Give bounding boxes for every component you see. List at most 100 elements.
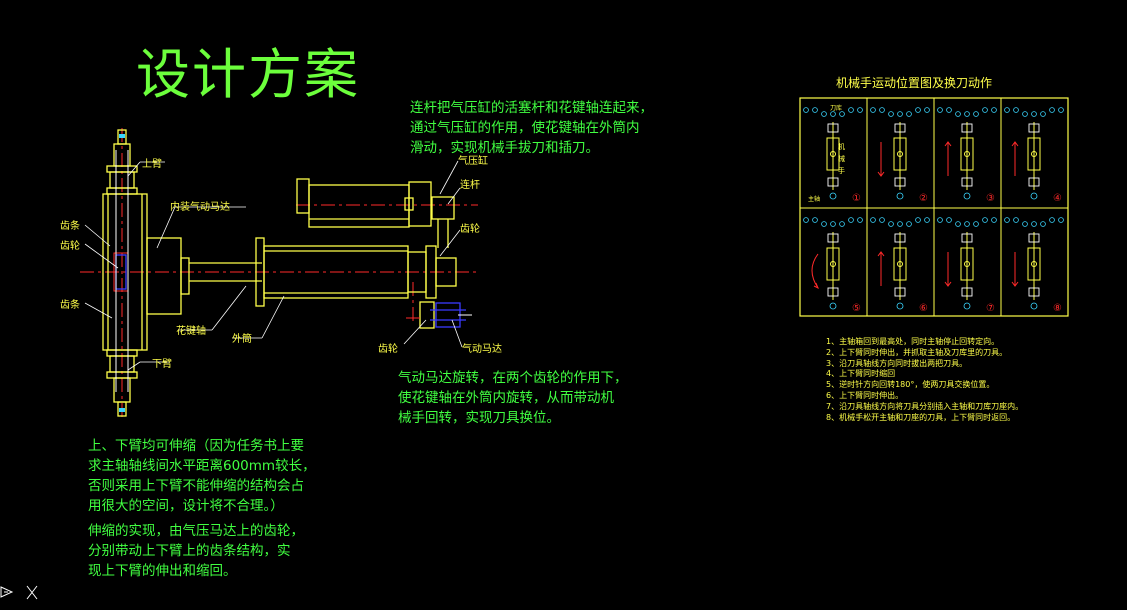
magazine-pocket-icon bbox=[1058, 217, 1064, 223]
magazine-pocket-icon bbox=[1031, 221, 1037, 227]
label-spindle: 主轴 bbox=[808, 196, 821, 203]
pivot-icon bbox=[1031, 261, 1037, 267]
magazine-pocket-icon bbox=[964, 111, 970, 117]
magazine-pocket-icon bbox=[937, 217, 943, 223]
spindle-icon bbox=[1030, 302, 1038, 310]
label-lower-arm: 下臂 bbox=[152, 359, 172, 370]
label-spline-shaft: 花键轴 bbox=[176, 326, 206, 337]
inner-lines bbox=[115, 150, 472, 392]
gripper-icon bbox=[1028, 123, 1040, 133]
pivot-icon bbox=[897, 261, 903, 267]
label-xie: 械 bbox=[838, 155, 845, 163]
gripper-icon bbox=[1028, 287, 1040, 297]
magazine-pocket-icon bbox=[1049, 217, 1055, 223]
magazine-pocket-icon bbox=[830, 221, 836, 227]
magazine-pocket-icon bbox=[1013, 217, 1019, 223]
label-rack-2: 齿条 bbox=[60, 300, 80, 311]
spindle-icon bbox=[1030, 192, 1038, 200]
label-outer-cylinder: 外筒 bbox=[232, 334, 252, 345]
motion-cell-2 bbox=[870, 107, 930, 200]
step-item: 3、沿刀具轴线方向同时拔出两把刀具。 bbox=[826, 358, 968, 368]
pivot-icon bbox=[830, 261, 836, 267]
pivot-icon bbox=[964, 261, 970, 267]
label-rack-1: 齿条 bbox=[60, 221, 80, 232]
gripper-icon bbox=[827, 287, 839, 297]
motion-cell-4 bbox=[1004, 107, 1064, 200]
gripper-icon bbox=[961, 123, 973, 133]
magazine-pocket-icon bbox=[839, 111, 845, 117]
magazine-pocket-icon bbox=[839, 221, 845, 227]
magazine-pocket-icon bbox=[982, 107, 988, 113]
steps-list: 1、主轴箱回到最高处，同时主轴停止回转定向。 2、上下臂同时伸出，并抓取主轴及刀… bbox=[826, 337, 1023, 423]
magazine-pocket-icon bbox=[906, 221, 912, 227]
gripper-icon bbox=[961, 177, 973, 187]
gripper-icon bbox=[1028, 177, 1040, 187]
description-top: 连杆把气压缸的活塞杆和花键轴连起来，通过气压缸的作用，使花键轴在外筒内滑动，实现… bbox=[410, 100, 653, 156]
gripper-icon bbox=[827, 123, 839, 133]
center-lines bbox=[80, 128, 478, 418]
gripper-icon bbox=[827, 233, 839, 243]
label-internal-motor: 内装气动马达 bbox=[170, 202, 230, 213]
magazine-pocket-icon bbox=[830, 111, 836, 117]
step-item: 4、上下臂同时缩回 bbox=[826, 369, 896, 379]
magazine-pocket-icon bbox=[964, 221, 970, 227]
motion-cell-1 bbox=[803, 107, 863, 200]
spindle-icon bbox=[896, 192, 904, 200]
step-number-1: ① bbox=[852, 193, 861, 204]
label-shou: 手 bbox=[838, 167, 845, 175]
shaft-markers bbox=[119, 134, 125, 412]
magazine-pocket-icon bbox=[924, 217, 930, 223]
motion-cell-8 bbox=[1004, 217, 1064, 310]
step-number-5: ⑤ bbox=[852, 303, 861, 314]
rotation-arrow-icon bbox=[811, 253, 819, 289]
step-item: 5、逆时针方向回转180°，使两刀具交换位置。 bbox=[826, 380, 995, 390]
pivot-icon bbox=[830, 151, 836, 157]
gripper-icon bbox=[894, 123, 906, 133]
step-number-6: ⑥ bbox=[919, 303, 928, 314]
motion-cell-7 bbox=[937, 217, 997, 310]
motion-cell-6 bbox=[870, 217, 930, 310]
description-bottom-1: 上、下臂均可伸缩（因为任务书上要求主轴轴线间水平距离600mm较长，否则采用上下… bbox=[88, 438, 316, 514]
step-number-3: ③ bbox=[986, 193, 995, 204]
magazine-pocket-icon bbox=[870, 217, 876, 223]
magazine-pocket-icon bbox=[982, 217, 988, 223]
step-item: 2、上下臂同时伸出，并抓取主轴及刀库里的刀具。 bbox=[826, 347, 1008, 357]
label-upper-arm: 上臂 bbox=[142, 159, 162, 170]
gripper-icon bbox=[894, 177, 906, 187]
step-item: 6、上下臂同时伸出。 bbox=[826, 390, 904, 400]
magazine-pocket-icon bbox=[955, 221, 961, 227]
magazine-pocket-icon bbox=[946, 217, 952, 223]
magazine-pocket-icon bbox=[879, 217, 885, 223]
magazine-pocket-icon bbox=[906, 111, 912, 117]
magazine-pocket-icon bbox=[821, 111, 827, 117]
magazine-pocket-icon bbox=[888, 221, 894, 227]
magazine-pocket-icon bbox=[937, 107, 943, 113]
description-bottom-2: 伸缩的实现，由气压马达上的齿轮，分别带动上下臂上的齿条结构，实现上下臂的伸出和缩… bbox=[88, 523, 304, 579]
pivot-icon bbox=[897, 151, 903, 157]
magazine-pocket-icon bbox=[915, 107, 921, 113]
magazine-pocket-icon bbox=[870, 107, 876, 113]
magazine-pocket-icon bbox=[946, 107, 952, 113]
magazine-pocket-icon bbox=[924, 107, 930, 113]
gripper-icon bbox=[894, 233, 906, 243]
spindle-icon bbox=[896, 302, 904, 310]
step-item: 7、沿刀具轴线方向将刀具分别插入主轴和刀库刀座内。 bbox=[826, 401, 1024, 411]
magazine-pocket-icon bbox=[803, 107, 809, 113]
magazine-pocket-icon bbox=[848, 107, 854, 113]
magazine-pocket-icon bbox=[857, 107, 863, 113]
label-air-motor: 气动马达 bbox=[462, 344, 502, 355]
magazine-pocket-icon bbox=[897, 111, 903, 117]
arm-assembly bbox=[102, 129, 457, 417]
step-number-8: ⑧ bbox=[1053, 303, 1062, 314]
magazine-pocket-icon bbox=[897, 221, 903, 227]
label-gear-2: 齿轮 bbox=[460, 224, 480, 235]
motion-cell-5 bbox=[803, 217, 863, 310]
magazine-pocket-icon bbox=[991, 217, 997, 223]
magazine-pocket-icon bbox=[1013, 107, 1019, 113]
magazine-pocket-icon bbox=[812, 107, 818, 113]
description-middle: 气动马达旋转，在两个齿轮的作用下，使花键轴在外筒内旋转，从而带动机械手回转，实现… bbox=[398, 370, 628, 426]
pivot-icon bbox=[1031, 151, 1037, 157]
